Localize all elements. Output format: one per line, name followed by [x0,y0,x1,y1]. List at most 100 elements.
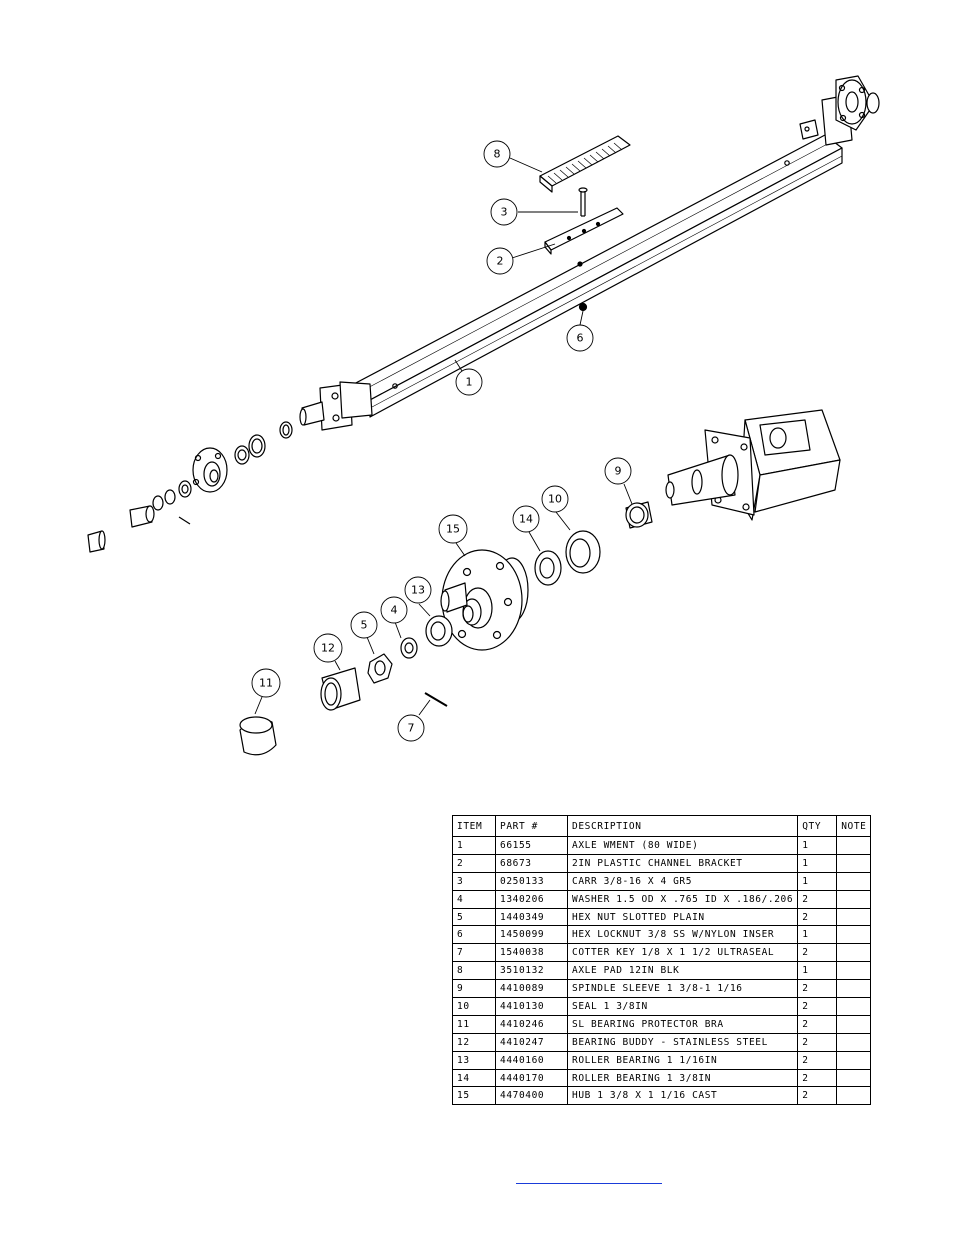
qty-cell: 2 [797,1014,838,1034]
part-number-cell: 4440160 [495,1050,568,1070]
item-cell: 7 [452,943,496,963]
item-cell: 9 [452,979,496,999]
axle-pad [539,135,631,193]
part-number-cell: 1540038 [495,943,568,963]
item-cell: 13 [452,1050,496,1070]
note-cell [836,925,872,945]
column-header-note: NOTE [836,815,872,837]
spindle-sleeve [625,501,653,529]
callout-bubble [251,668,281,698]
callout-bubble [455,368,483,396]
item-cell: 5 [452,907,496,927]
callout-bubble [490,198,518,226]
item-cell: 15 [452,1086,496,1106]
description-cell: AXLE WMENT (80 WIDE) [566,836,799,855]
part-number-cell: 1450099 [495,925,568,945]
description-cell: HEX LOCKNUT 3/8 SS W/NYLON INSER [566,925,799,945]
bearing-protector-bra [239,716,277,756]
qty-cell: 2 [797,997,838,1016]
channel-bracket [544,207,624,255]
callout-bubble [483,140,511,168]
item-cell: 8 [452,961,496,981]
callout-label: 5 [361,619,368,632]
qty-cell: 2 [797,889,838,909]
part-number-cell: 4470400 [495,1086,568,1106]
column-header-item: ITEM [452,815,496,837]
callout-label: 10 [548,493,562,506]
description-cell: COTTER KEY 1/8 X 1 1/2 ULTRASEAL [566,943,799,963]
description-cell: ROLLER BEARING 1 3/8IN [566,1068,799,1088]
part-number-cell: 3510132 [495,961,568,981]
description-cell: SPINDLE SLEEVE 1 3/8-1 1/16 [566,979,799,999]
qty-cell: 1 [797,871,838,891]
item-cell: 10 [452,997,496,1016]
item-cell: 12 [452,1032,496,1052]
item-cell: 4 [452,889,496,909]
part-number-cell: 0250133 [495,871,568,891]
locknut [578,302,588,312]
callout-bubble [512,505,540,533]
callout-label: 13 [411,584,425,597]
item-cell: 6 [452,925,496,945]
note-cell [836,943,872,963]
item-cell: 14 [452,1068,496,1088]
note-cell [836,979,872,999]
cotter-key [424,692,448,707]
left-hub-assembly [87,421,293,553]
callout-label: 9 [615,465,622,478]
callout-bubble [350,611,378,639]
qty-cell: 1 [797,961,838,981]
item-cell: 2 [452,853,496,873]
item-cell: 11 [452,1014,496,1034]
callout-bubble [404,576,432,604]
callout-label: 2 [497,255,504,268]
description-cell: WASHER 1.5 OD X .765 ID X .186/.206 [566,889,799,909]
part-number-cell: 4410089 [495,979,568,999]
note-cell [836,1068,872,1088]
slotted-nut [367,653,393,684]
callout-label: 8 [494,148,501,161]
item-cell: 1 [452,836,496,855]
callout-bubble [438,514,468,544]
callout-bubble [397,714,425,742]
note-cell [836,961,872,981]
description-cell: BEARING BUDDY - STAINLESS STEEL [566,1032,799,1052]
item-cell: 3 [452,871,496,891]
qty-cell: 2 [797,1050,838,1070]
description-cell: SEAL 1 3/8IN [566,997,799,1016]
callout-bubble [604,457,632,485]
footer-link-underline[interactable] [516,1171,662,1184]
callout-label: 12 [321,642,335,655]
description-cell: HUB 1 3/8 X 1 1/16 CAST [566,1086,799,1106]
qty-cell: 2 [797,1086,838,1106]
description-cell: 2IN PLASTIC CHANNEL BRACKET [566,853,799,873]
qty-cell: 2 [797,979,838,999]
seal [565,530,601,574]
callout-label: 15 [446,523,460,536]
bearing-buddy [320,667,361,711]
note-cell [836,1050,872,1070]
part-number-cell: 4410130 [495,997,568,1016]
note-cell [836,1032,872,1052]
qty-cell: 2 [797,1032,838,1052]
callout-label: 3 [501,206,508,219]
callout-label: 14 [519,513,533,526]
description-cell: ROLLER BEARING 1 1/16IN [566,1050,799,1070]
qty-cell: 2 [797,907,838,927]
roller-bearing-small [425,615,453,647]
note-cell [836,1014,872,1034]
callout-label: 7 [408,722,415,735]
callout-label: 4 [391,604,398,617]
note-cell [836,889,872,909]
